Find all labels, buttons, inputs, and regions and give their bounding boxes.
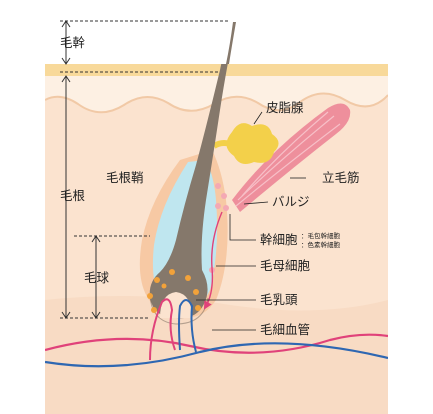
papilla-vein <box>178 299 197 353</box>
sebaceous-duct <box>212 140 236 149</box>
label-sebaceous-gland: 皮脂腺 <box>266 100 304 115</box>
matrix-cell-dots <box>147 269 201 313</box>
label-capillary: 毛細血管 <box>260 322 310 337</box>
vein-vessel <box>45 342 388 368</box>
label-dermal-papilla: 毛乳頭 <box>260 292 298 307</box>
dimension-guides <box>60 20 230 319</box>
label-bulge: バルジ <box>272 194 310 209</box>
skin-cross-section <box>45 64 388 414</box>
label-hair-root: 毛根 <box>60 188 86 203</box>
label-stem-cell-note-1: ：毛包幹細胞 <box>301 231 341 240</box>
sebaceous-gland <box>226 123 279 164</box>
label-hair-shaft: 毛幹 <box>60 35 86 50</box>
hair-shaft <box>149 64 228 319</box>
label-hair-bulb: 毛球 <box>84 270 110 285</box>
stem-cell-dots <box>209 183 229 273</box>
papilla-artery <box>149 298 176 361</box>
dermal-papilla <box>160 292 192 318</box>
label-root-sheath: 毛根鞘 <box>106 170 144 185</box>
leader-lines <box>196 111 306 331</box>
migration-arrow <box>203 211 223 310</box>
artery-vessel <box>45 333 388 354</box>
label-stem-cells: 幹細胞 <box>260 232 298 247</box>
hair-above-skin <box>226 22 236 64</box>
label-arrector-pili: 立毛筋 <box>322 170 360 185</box>
label-stem-cell-note-2: ：色素幹細胞 <box>301 240 341 249</box>
label-matrix-cells: 毛母細胞 <box>260 258 311 273</box>
arrector-pili-muscle <box>232 103 351 212</box>
subcutis-shade <box>45 296 388 414</box>
epidermis-surface <box>45 64 388 76</box>
